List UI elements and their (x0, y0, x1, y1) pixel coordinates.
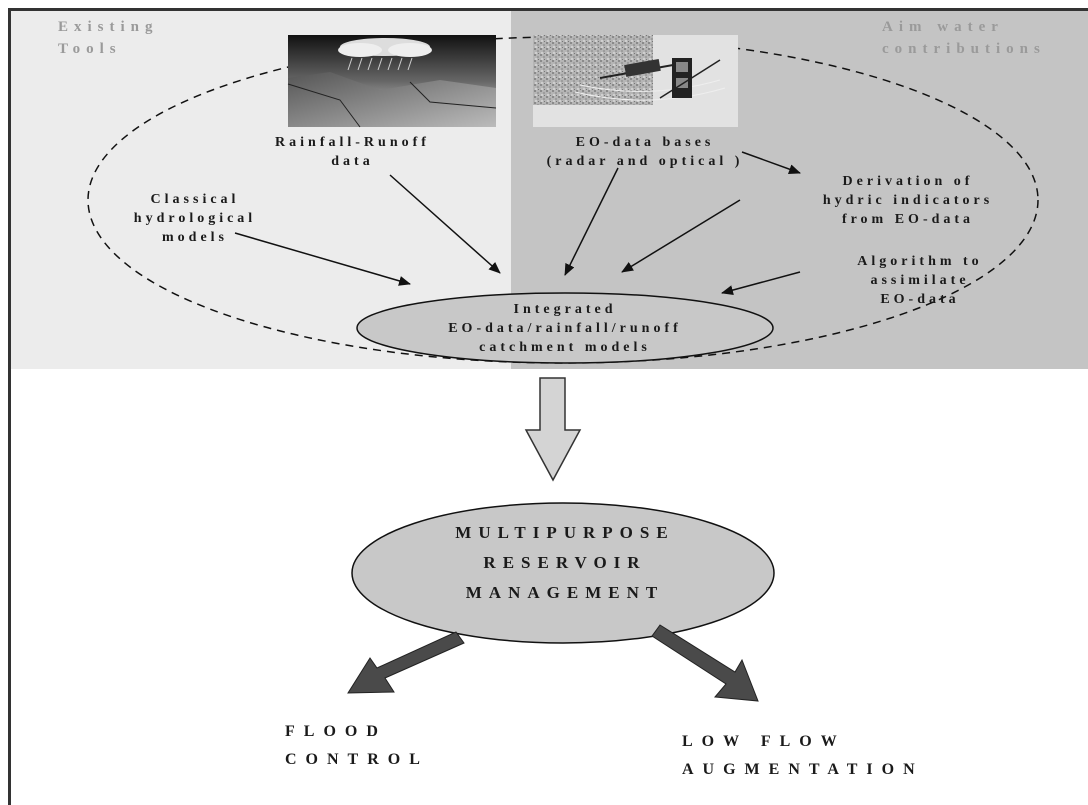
arrow-assimilation-to-integrated (721, 271, 801, 295)
reservoir-management-node (351, 502, 775, 644)
hydric-indicators-label: Derivation of hydric indicators from EO-… (822, 174, 994, 227)
arrow-classical-to-integrated (234, 232, 411, 286)
reservoir-management-label: MULTIPURPOSE RESERVOIR MANAGEMENT (455, 523, 675, 602)
existing-tools-label: Existing Tools (58, 19, 159, 57)
integrated-models-label: Integrated EO-data/rainfall/runoff catch… (448, 302, 682, 355)
integrated-models-node (356, 292, 774, 364)
scope-dashed-ellipse (87, 36, 1039, 364)
rainfall-runoff-image (287, 35, 497, 128)
eo-databases-label: EO-data bases (radar and optical ) (546, 135, 744, 169)
low-flow-augmentation-label: LOW FLOW AUGMENTATION (682, 733, 924, 778)
flood-control-label: FLOOD CONTROL (285, 723, 429, 768)
low-flow-arrow (651, 624, 759, 702)
classical-models-label: Classical hydrological models (133, 192, 257, 245)
eo-satellite-image (533, 35, 738, 127)
arrow-eo-to-integrated (564, 167, 619, 276)
arrow-rainfall-to-integrated (389, 174, 501, 274)
down-flow-arrow (524, 377, 582, 482)
figure-frame (8, 8, 1088, 805)
assimilation-label: Algorithm to assimilate EO-data (857, 254, 983, 307)
arrow-hydric-to-integrated (621, 199, 741, 273)
aimwater-contributions-label: Aim water contributions (882, 19, 1046, 57)
rainfall-runoff-label: Rainfall-Runoff data (275, 135, 430, 169)
arrow-eo-to-hydric (741, 151, 801, 174)
flood-control-arrow (347, 631, 465, 694)
